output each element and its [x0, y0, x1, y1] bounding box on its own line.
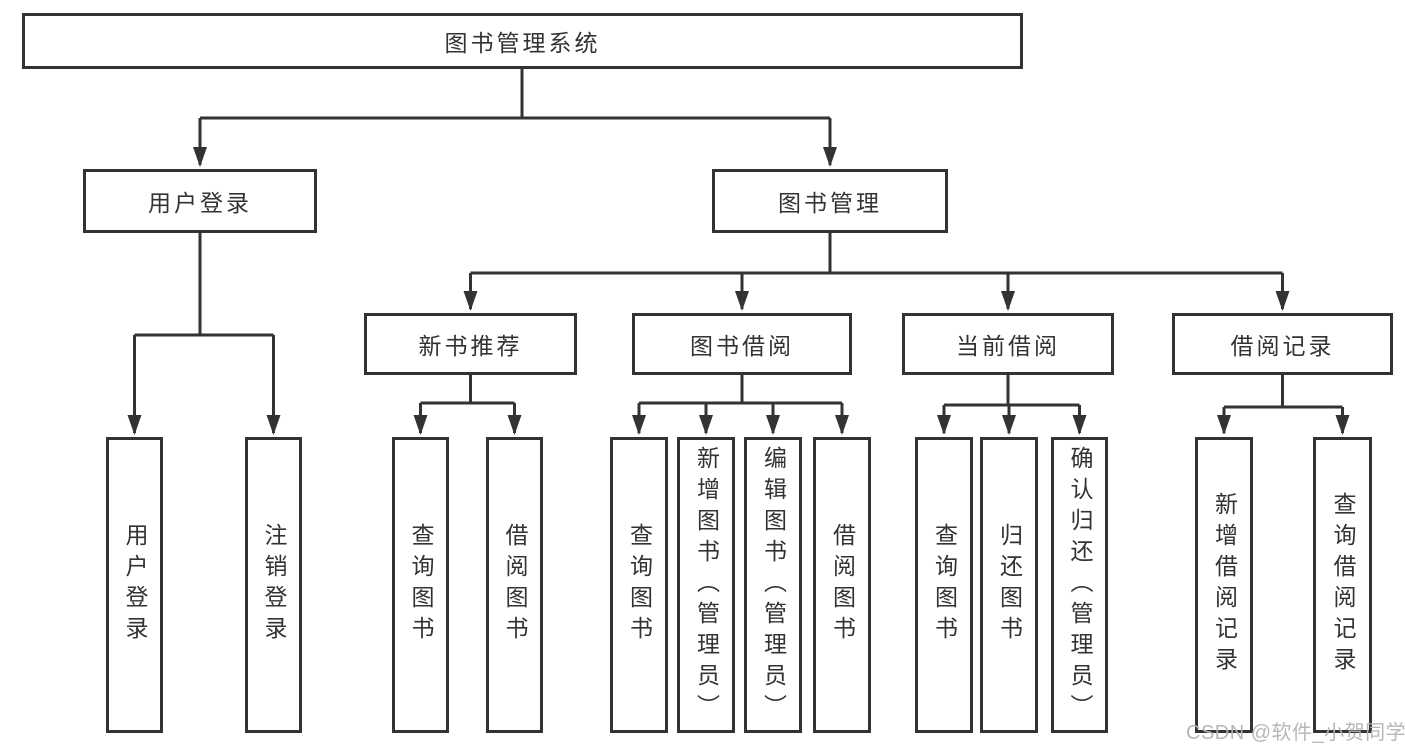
leaf-return-books: 归还图书	[980, 437, 1038, 733]
leaf-edit-book-admin: 编辑图书（管理员）	[744, 437, 802, 733]
leaf-label: 新增图书（管理员）	[693, 445, 720, 725]
leaf-label: 借阅图书	[502, 523, 528, 647]
node-current-borrowing: 当前借阅	[902, 313, 1114, 375]
leaf-user-login: 用户登录	[106, 437, 163, 733]
node-new-book-recommendation: 新书推荐	[364, 313, 577, 375]
node-label: 图书管理系统	[444, 30, 601, 56]
leaf-label: 查询借阅记录	[1330, 492, 1356, 678]
leaf-borrow-books-recommend: 借阅图书	[486, 437, 543, 733]
node-borrowing-records: 借阅记录	[1172, 313, 1393, 375]
leaf-label: 注销登录	[261, 523, 287, 647]
leaf-query-books-recommend: 查询图书	[392, 437, 449, 733]
leaf-logout: 注销登录	[245, 437, 302, 733]
node-label: 当前借阅	[956, 333, 1060, 359]
leaf-label: 查询图书	[626, 523, 653, 647]
leaf-label: 新增借阅记录	[1211, 492, 1238, 678]
node-label: 图书管理	[778, 190, 882, 216]
node-label: 用户登录	[148, 190, 252, 216]
leaf-add-book-admin: 新增图书（管理员）	[677, 437, 735, 733]
leaf-label: 编辑图书（管理员）	[760, 445, 787, 725]
node-label: 借阅记录	[1230, 333, 1335, 359]
leaf-add-borrow-record: 新增借阅记录	[1195, 437, 1253, 733]
leaf-confirm-return-admin: 确认归还（管理员）	[1051, 437, 1108, 733]
leaf-query-books-current: 查询图书	[915, 437, 973, 733]
leaf-query-books-borrowing: 查询图书	[610, 437, 668, 733]
leaf-label: 查询图书	[931, 523, 958, 647]
csdn-watermark: CSDN @软件_小贺同学	[1186, 722, 1405, 744]
leaf-borrow-books-borrowing: 借阅图书	[813, 437, 871, 733]
node-book-management: 图书管理	[712, 169, 948, 233]
leaf-label: 查询图书	[408, 523, 434, 647]
node-label: 新书推荐	[418, 333, 523, 359]
leaf-label: 借阅图书	[829, 523, 856, 647]
node-library-management-system: 图书管理系统	[22, 13, 1023, 69]
node-label: 图书借阅	[690, 333, 794, 359]
leaf-query-borrow-record: 查询借阅记录	[1313, 437, 1372, 733]
leaf-label: 确认归还（管理员）	[1067, 445, 1093, 725]
node-user-login: 用户登录	[83, 169, 317, 233]
node-book-borrowing: 图书借阅	[632, 313, 852, 375]
leaf-label: 用户登录	[122, 523, 148, 647]
leaf-label: 归还图书	[996, 523, 1023, 647]
